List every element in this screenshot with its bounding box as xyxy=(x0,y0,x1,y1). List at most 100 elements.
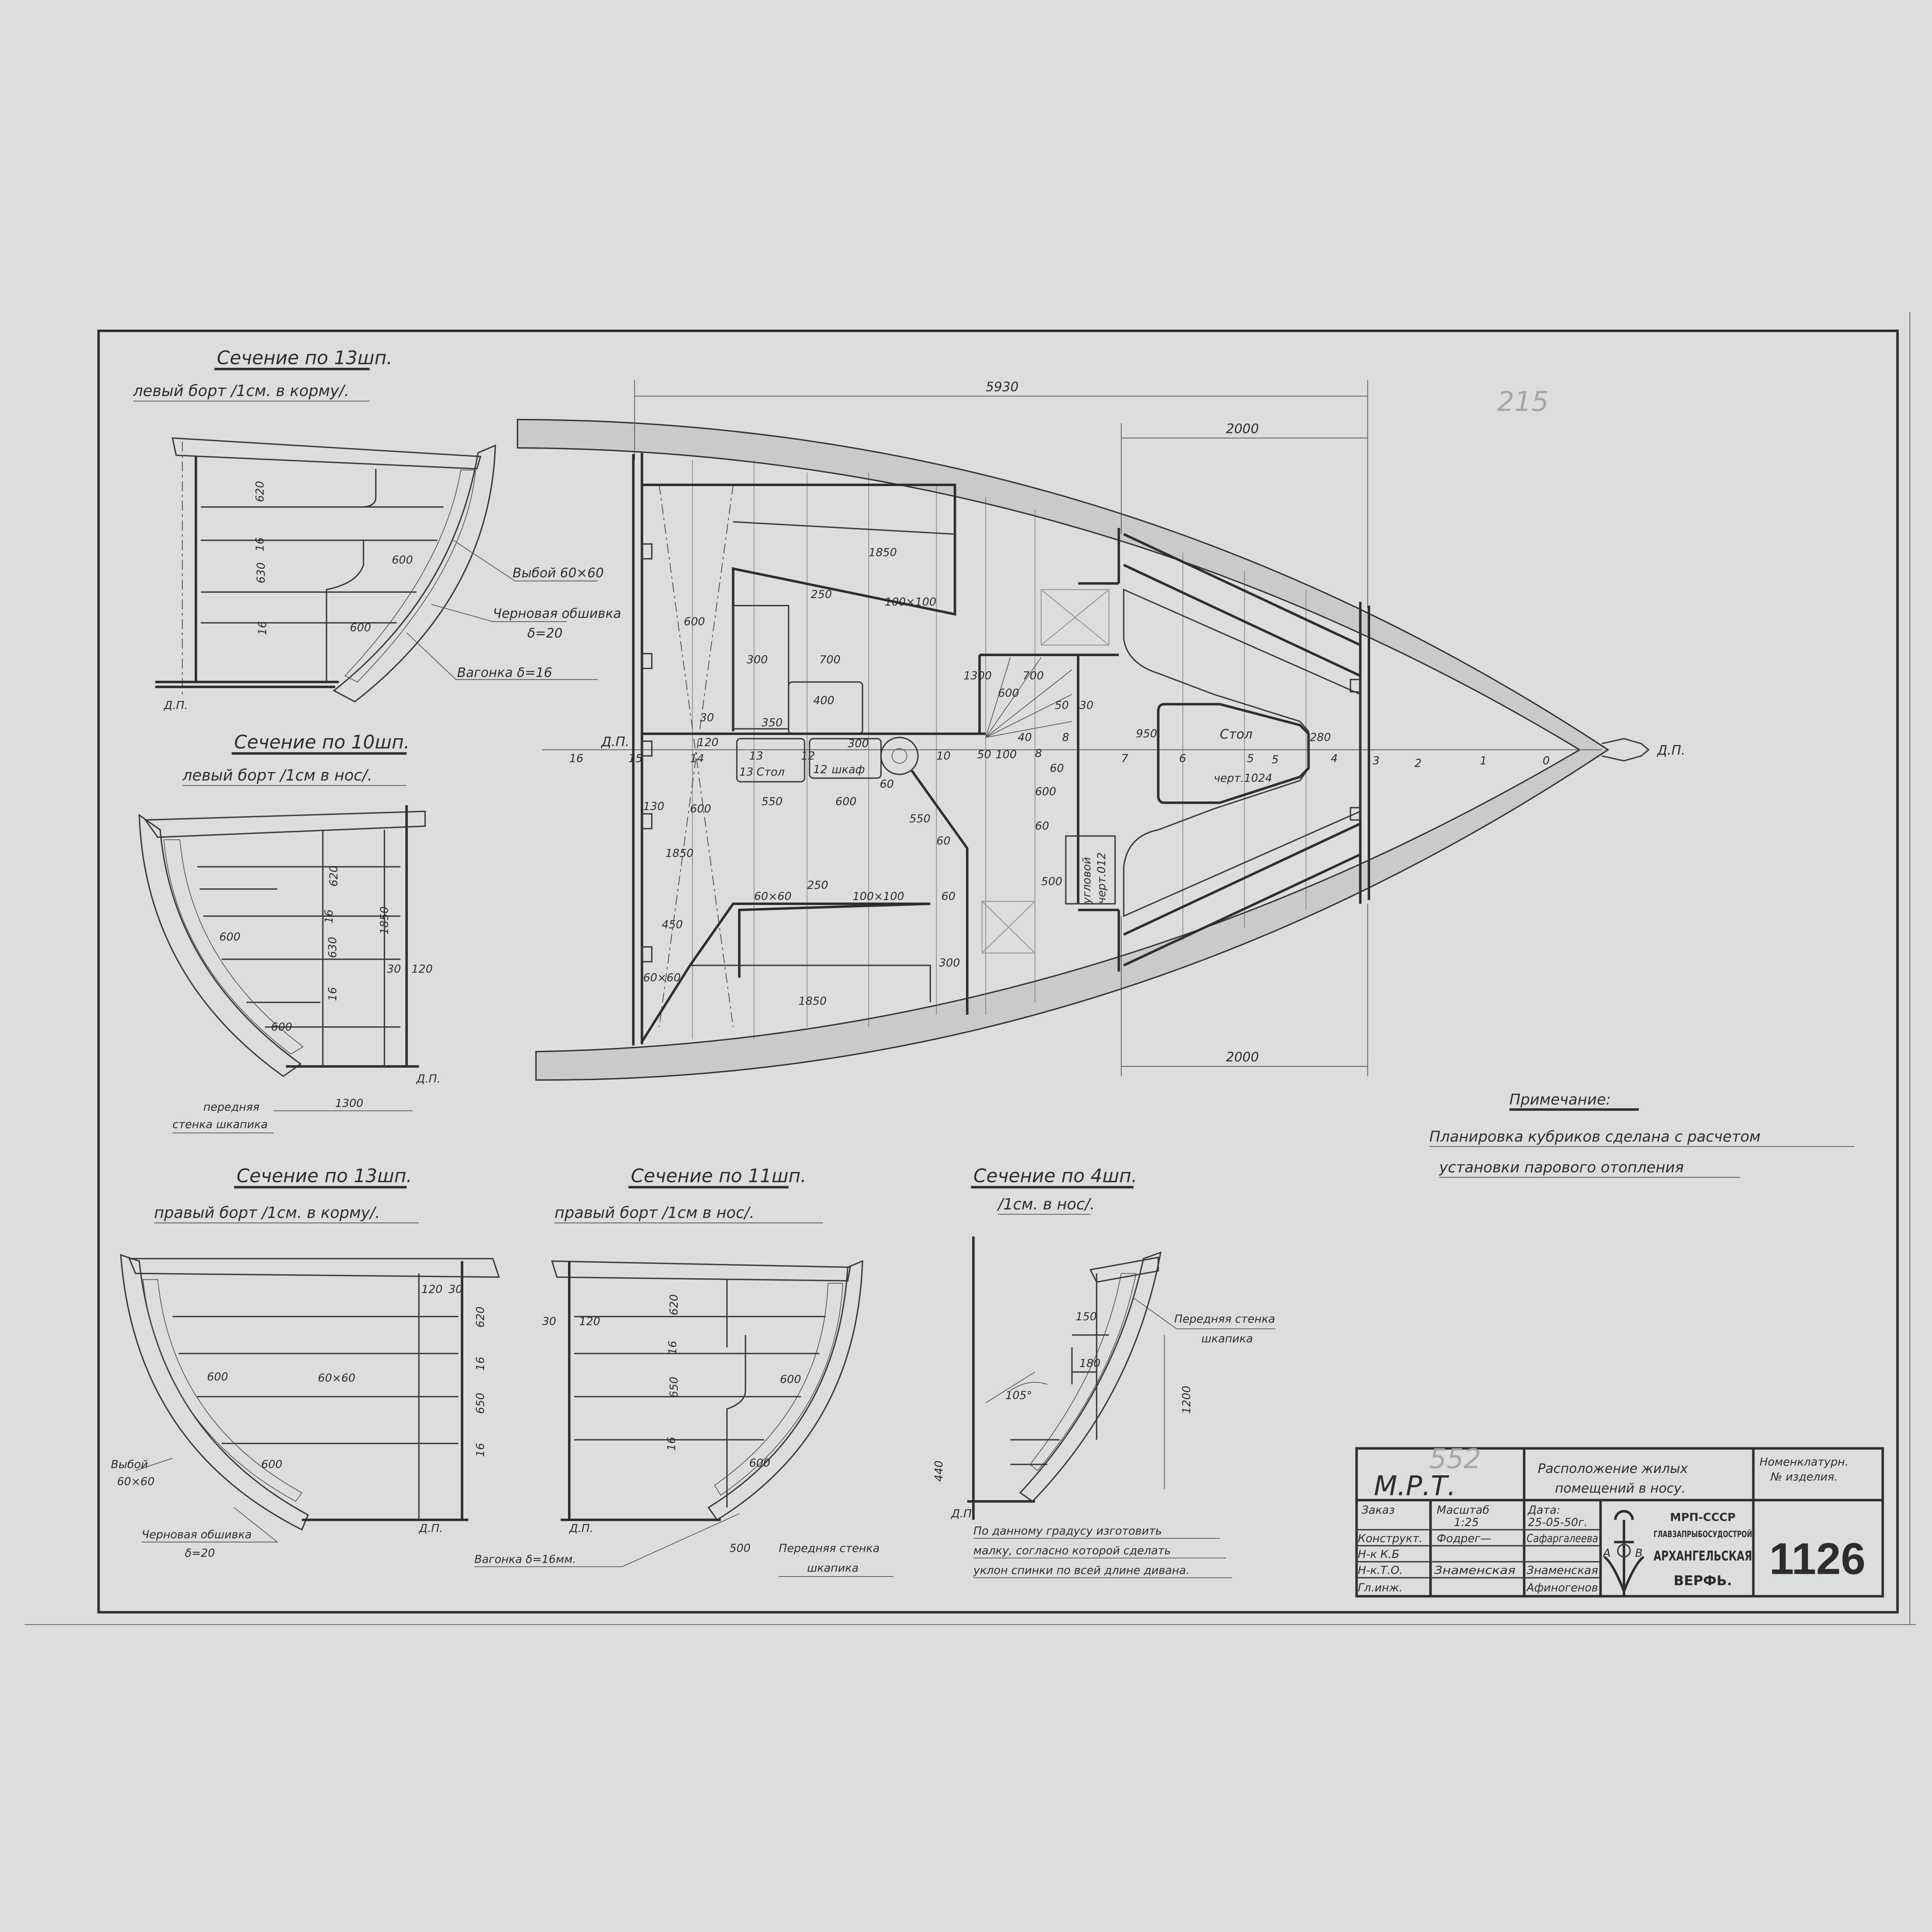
section-subtitle: /1см. в нос/. xyxy=(997,1196,1095,1213)
dim-label: 60 xyxy=(1050,762,1064,775)
dim-label: 620 xyxy=(474,1306,487,1328)
scale-label: Масштаб xyxy=(1437,1503,1489,1516)
deck-beam xyxy=(1089,1257,1159,1283)
dim-label: 60 xyxy=(880,777,894,791)
dim-label: 650 xyxy=(667,1377,680,1398)
callout: передняя xyxy=(203,1100,259,1114)
dim-label: 600 xyxy=(392,553,413,566)
dim-label: 1200 xyxy=(1180,1386,1193,1414)
date-label: Дата: xyxy=(1527,1503,1560,1516)
companion-ladder xyxy=(985,657,1072,738)
berth-line xyxy=(733,521,955,535)
dim-label: 16 xyxy=(665,1437,678,1451)
callout: Передняя стенка xyxy=(1174,1312,1275,1325)
callout: стенка шкапика xyxy=(172,1117,267,1131)
dim-label: 30 xyxy=(542,1315,556,1328)
dim-label: 50 xyxy=(1055,699,1069,712)
remark-heading: Примечание: xyxy=(1509,1091,1611,1109)
dim-label: 600 xyxy=(998,686,1019,699)
order-label: Заказ xyxy=(1362,1503,1395,1516)
signature: Знаменская xyxy=(1434,1564,1515,1577)
nomenclature-label: № изделия. xyxy=(1770,1470,1838,1483)
bulkhead-aft xyxy=(632,452,643,1046)
dim-label: 60 xyxy=(941,889,956,903)
dim-label: 130 xyxy=(643,800,665,813)
corner-sofa-label: угловой xyxy=(1080,857,1093,904)
aft-cabin-furniture xyxy=(641,483,1119,1043)
section-10-left: Сечение по 10шп. левый борт /1см в нос/.… xyxy=(138,732,440,1134)
frame-label: 12 xyxy=(813,763,828,776)
section-13-right: Сечение по 13шп. правый борт /1см. в кор… xyxy=(111,1166,500,1560)
dim-label: 50 xyxy=(977,748,992,761)
dim-label: 40 xyxy=(1018,731,1032,744)
org-line: МРП-СССР xyxy=(1670,1511,1736,1524)
lower-berth-front xyxy=(690,964,931,1003)
table-fwd-label: Стол xyxy=(1220,727,1253,742)
dim-label: 1850 xyxy=(378,906,391,935)
dp-label: Д.П. xyxy=(951,1507,975,1520)
dim-label: 600 xyxy=(350,621,371,634)
dim-label: 600 xyxy=(1035,785,1056,798)
dim-label: 100×100 xyxy=(885,595,937,608)
frame-number: 2 xyxy=(1415,757,1422,770)
dim-label: 60×60 xyxy=(318,1371,355,1384)
section-4: Сечение по 4шп. /1см. в нос/. 150 180 10… xyxy=(932,1166,1276,1578)
dim-label: 280 xyxy=(1310,731,1331,744)
dim-fwd-bottom: 2000 xyxy=(1226,1049,1259,1065)
dim-label: 650 xyxy=(474,1393,487,1414)
callout: Черновая обшивка xyxy=(142,1528,252,1541)
role-label: Н-к К.Б xyxy=(1358,1548,1400,1561)
logo-letter: А xyxy=(1602,1546,1611,1560)
dim-label: 600 xyxy=(271,1020,293,1033)
dim-label: 1300 xyxy=(335,1097,363,1110)
dim-label: 100 xyxy=(996,748,1017,761)
lower-berth-fwd xyxy=(1123,822,1361,967)
callout: Черновая обшивка xyxy=(493,606,621,621)
stair-well xyxy=(978,653,1080,904)
project-name: М.Р.Т. xyxy=(1374,1470,1456,1502)
dim-label: 16 xyxy=(474,1443,487,1457)
dim-label: 440 xyxy=(932,1461,945,1482)
dim-label: 120 xyxy=(697,736,719,749)
frame-number: 7 xyxy=(1121,752,1128,765)
dim-label: 500 xyxy=(1041,875,1063,888)
dim-label: 350 xyxy=(762,716,783,729)
cabinet-label: шкаф xyxy=(832,763,865,776)
dp-label: Д.П. xyxy=(418,1522,443,1535)
name: Афиногенов xyxy=(1526,1581,1598,1594)
dim-label: 250 xyxy=(807,879,828,892)
dim-overall: 5930 xyxy=(986,379,1019,394)
frame-number: 15 xyxy=(628,752,643,765)
dim-label: 16 xyxy=(322,909,335,923)
corner-sofa-ref: черт.012 xyxy=(1095,852,1108,904)
dim-label: 620 xyxy=(327,866,340,887)
logo-letter: В xyxy=(1635,1546,1643,1560)
dim-label: 1850 xyxy=(665,847,694,860)
dim-label: 400 xyxy=(813,694,835,707)
section-title: Сечение по 13шп. xyxy=(236,1166,412,1187)
stem xyxy=(1602,738,1650,762)
dp-label: Д.П. xyxy=(416,1072,440,1085)
frame-number: 16 xyxy=(569,752,583,765)
dim-label: 16 xyxy=(253,537,266,551)
org-line: ВЕРФЬ. xyxy=(1673,1573,1732,1588)
sofa-fwd xyxy=(1123,588,1361,917)
dim-label: 180 xyxy=(1079,1357,1100,1370)
insulated-locker xyxy=(732,605,789,730)
dim-label: 16 xyxy=(326,987,339,1001)
title-block: 552 М.Р.Т. Расположение жилых помещений … xyxy=(1355,1443,1884,1598)
section-13-left: Сечение по 13шп. левый борт /1см. в корм… xyxy=(133,347,621,712)
frame-grid xyxy=(692,460,1307,1039)
dim-label: 600 xyxy=(749,1456,770,1469)
dp-label: Д.П. xyxy=(568,1522,593,1535)
dim-label: 105° xyxy=(1005,1389,1032,1402)
upper-berth-fwd xyxy=(1123,533,1361,677)
bulkhead-stiffeners xyxy=(641,543,1361,963)
bulkhead-fwd xyxy=(1359,602,1370,904)
org-line: ГЛАВЗАПРЫБОСУДОСТРОЙ xyxy=(1653,1529,1752,1539)
signature: Фодрег— xyxy=(1437,1532,1492,1545)
fwd-cabin-furniture xyxy=(1123,533,1361,967)
callout: Вагонка δ=16мм. xyxy=(474,1553,576,1566)
deck-beam xyxy=(551,1260,851,1282)
